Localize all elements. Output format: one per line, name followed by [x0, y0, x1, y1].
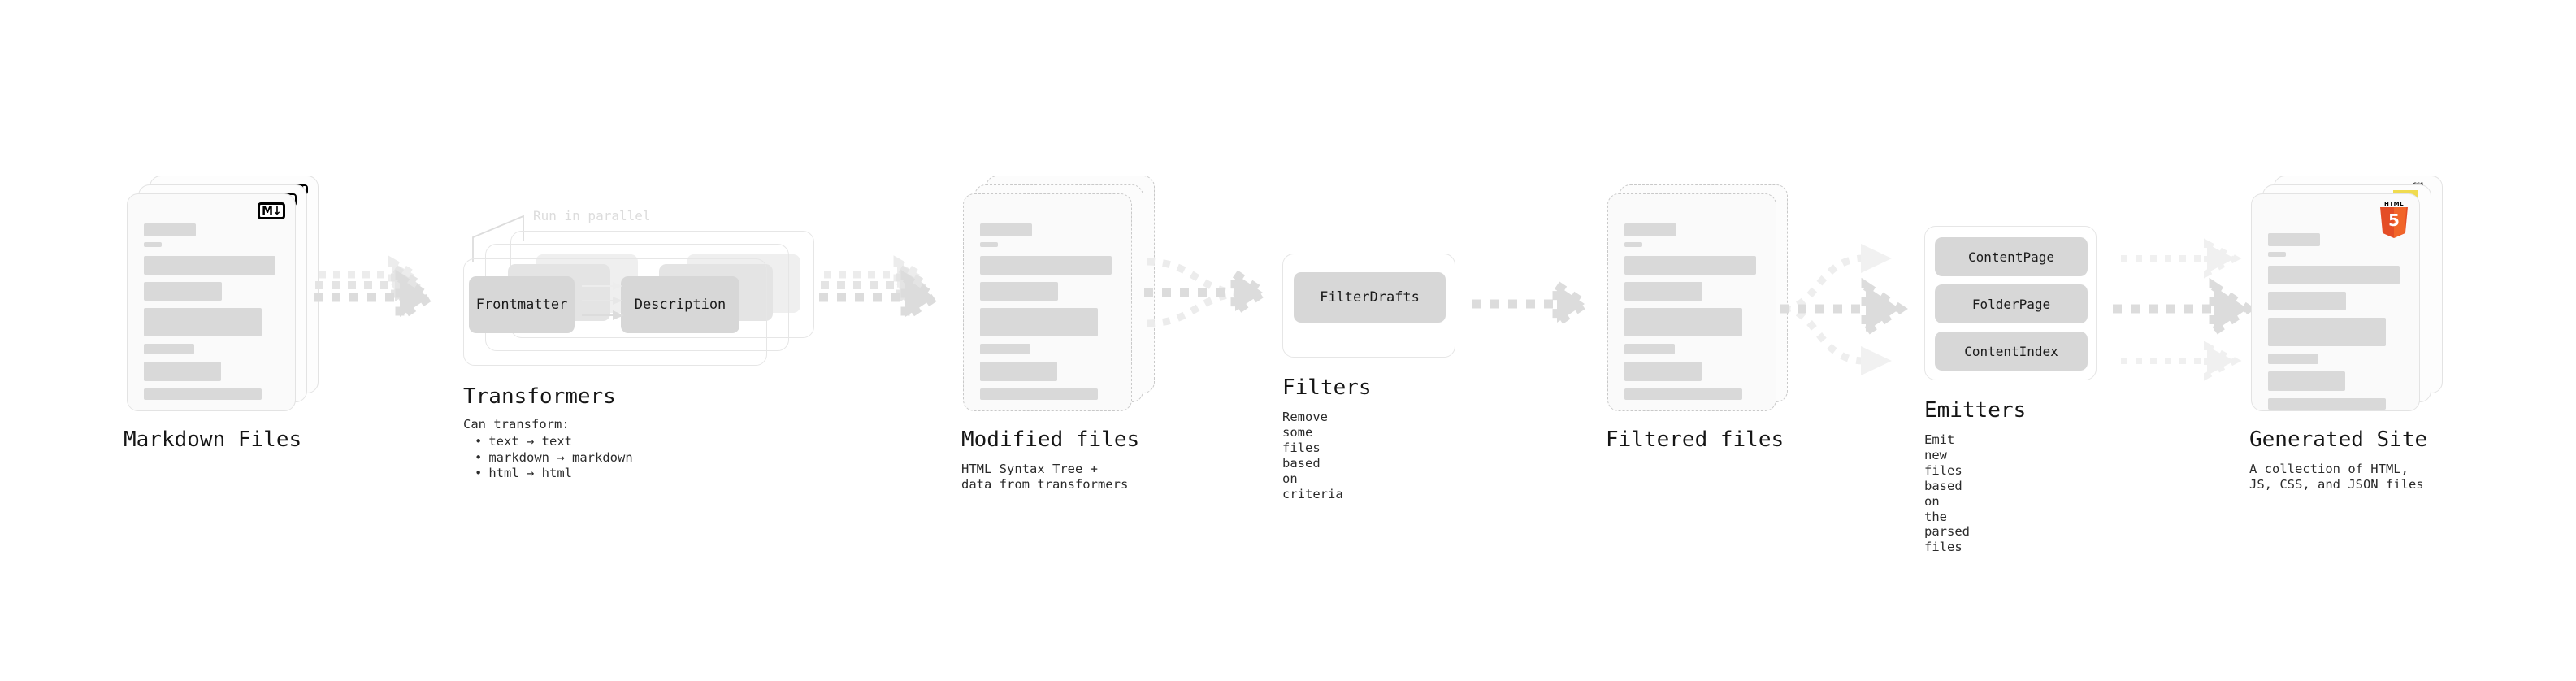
transformer-node-frontmatter[interactable]: Frontmatter	[469, 276, 575, 333]
list-item: text → text	[475, 434, 633, 450]
stage-title-modified-files: Modified files	[961, 427, 1140, 452]
stage-generated-site: CSS HTML 5	[2249, 176, 2454, 492]
skeleton-bar	[1624, 344, 1675, 354]
html5-badge-glyph: HTML 5	[2380, 201, 2408, 238]
html5-number: 5	[2388, 210, 2400, 230]
skeleton-bar	[144, 256, 275, 275]
stage-title-transformers: Transformers	[463, 384, 616, 409]
modified-file-stack	[963, 176, 1158, 413]
generated-site-card-front: HTML 5	[2251, 193, 2420, 411]
list-item: markdown → markdown	[475, 450, 632, 466]
transformer-group-front: Frontmatter Description	[463, 258, 767, 366]
markdown-icon: M↓	[258, 202, 285, 219]
arrow-head	[1861, 244, 1892, 273]
skeleton-bar	[2268, 233, 2320, 246]
arrow-filtered-to-emitters	[1780, 244, 1908, 375]
skeleton-bar	[980, 388, 1098, 400]
generated-site-stack: CSS HTML 5	[2251, 176, 2454, 413]
skeleton-bar	[1624, 223, 1676, 236]
skeleton-bar	[2268, 318, 2386, 346]
stage-title-filtered-files: Filtered files	[1606, 427, 1785, 452]
arrow-filters-to-filtered	[1472, 276, 1593, 332]
stage-modified-files: Modified files HTML Syntax Tree + data f…	[961, 176, 1158, 492]
skeleton-bar	[980, 308, 1098, 336]
skeleton-bar	[144, 344, 194, 354]
emitter-node-label: ContentIndex	[1964, 343, 2058, 359]
skeleton-bar	[1624, 256, 1756, 275]
filters-description: Remove some files based on criteria	[1282, 410, 1343, 501]
stage-filtered-files: Filtered files	[1606, 184, 1802, 452]
skeleton-bars	[144, 223, 282, 406]
transformer-inner-arrows	[582, 282, 624, 320]
filter-node-label: FilterDrafts	[1320, 289, 1420, 306]
list-item: html → html	[475, 466, 633, 482]
emitters-description: Emit new files based on the parsed files	[1924, 432, 1970, 555]
skeleton-bars	[1624, 223, 1763, 406]
emitters-group-box: ContentPage FolderPage ContentIndex	[1924, 226, 2097, 380]
emitter-node-contentindex[interactable]: ContentIndex	[1935, 332, 2088, 371]
skeleton-bar	[144, 242, 162, 247]
skeleton-bar	[144, 388, 262, 400]
emitter-node-folderpage[interactable]: FolderPage	[1935, 284, 2088, 323]
run-in-parallel-label: Run in parallel	[533, 208, 651, 223]
html5-badge-caption: HTML	[2383, 201, 2405, 207]
skeleton-bar	[2268, 398, 2386, 410]
filter-node-filterdrafts[interactable]: FilterDrafts	[1294, 272, 1446, 323]
transformers-description-heading: Can transform:	[463, 417, 570, 432]
skeleton-bar	[980, 223, 1032, 236]
skeleton-bar	[1624, 242, 1642, 247]
skeleton-bars	[2268, 233, 2406, 415]
stage-title-filters: Filters	[1282, 375, 1372, 400]
skeleton-bar	[2268, 354, 2318, 364]
html5-shield	[2380, 207, 2408, 238]
skeleton-bar	[144, 362, 221, 381]
transformer-node-label: Frontmatter	[475, 297, 568, 313]
arrow-modified-to-filters	[1144, 258, 1271, 327]
stage-title-generated-site: Generated Site	[2249, 427, 2428, 452]
skeleton-bar	[980, 362, 1057, 381]
arrow-markdown-to-transformers	[314, 255, 437, 326]
filtered-file-card-front	[1607, 193, 1776, 411]
skeleton-bar	[980, 256, 1112, 275]
skeleton-bar	[980, 242, 998, 247]
markdown-file-card-front: M↓	[127, 193, 296, 411]
modified-file-card-front	[963, 193, 1132, 411]
skeleton-bar	[1624, 308, 1742, 336]
arrow-transformers-to-modified	[819, 255, 943, 326]
html5-icon: HTML 5	[2380, 201, 2408, 238]
skeleton-bar	[2268, 252, 2286, 257]
skeleton-bar	[144, 282, 222, 301]
skeleton-bar	[2268, 266, 2400, 284]
emitter-node-label: FolderPage	[1971, 296, 2051, 312]
skeleton-bar	[1624, 388, 1742, 400]
skeleton-bars	[980, 223, 1118, 406]
transformer-node-description[interactable]: Description	[621, 276, 739, 333]
skeleton-bar	[1624, 362, 1702, 381]
stage-markdown-files: M↓ M↓ M↓ Markdown Files	[124, 176, 322, 452]
skeleton-bar	[144, 223, 196, 236]
transformer-node-label: Description	[634, 297, 726, 313]
stage-title-markdown-files: Markdown Files	[124, 427, 302, 452]
markdown-file-stack: M↓ M↓ M↓	[127, 176, 322, 413]
skeleton-bar	[2268, 292, 2346, 310]
modified-files-description: HTML Syntax Tree + data from transformer…	[961, 462, 1129, 492]
arrow-head	[1861, 346, 1892, 375]
markdown-badge-glyph: M↓	[258, 202, 285, 219]
run-in-parallel-bracket	[472, 215, 524, 262]
skeleton-bar	[2268, 371, 2345, 391]
generated-site-description: A collection of HTML, JS, CSS, and JSON …	[2249, 462, 2424, 492]
skeleton-bar	[980, 344, 1030, 354]
filtered-file-stack	[1607, 184, 1802, 413]
skeleton-bar	[1624, 282, 1702, 301]
stage-title-emitters: Emitters	[1924, 398, 2027, 423]
filters-group-box: FilterDrafts	[1282, 254, 1455, 358]
arrow-emitters-to-site	[2113, 238, 2256, 381]
skeleton-bar	[144, 308, 262, 336]
emitter-node-label: ContentPage	[1968, 249, 2054, 265]
skeleton-bar	[980, 282, 1058, 301]
transformers-capability-list: text → text markdown → markdown html → h…	[463, 434, 633, 482]
emitter-node-contentpage[interactable]: ContentPage	[1935, 237, 2088, 276]
transformers-description: Can transform: text → text markdown → ma…	[463, 417, 633, 482]
